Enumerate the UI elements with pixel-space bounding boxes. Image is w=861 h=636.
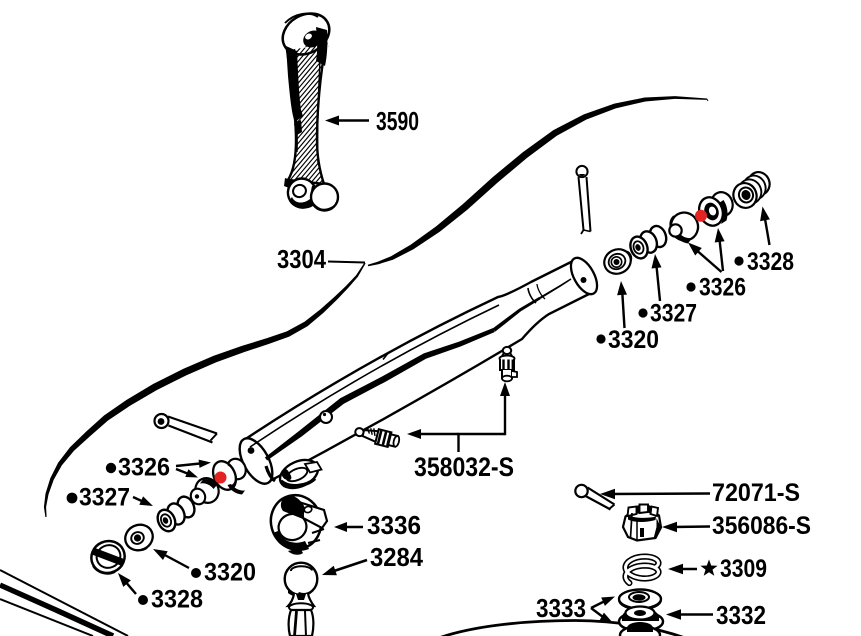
svg-text:3332: 3332 bbox=[716, 600, 766, 630]
svg-text:3326: 3326 bbox=[699, 274, 746, 302]
svg-text:3304: 3304 bbox=[277, 244, 326, 274]
svg-text:3327: 3327 bbox=[650, 300, 697, 328]
svg-text:3328: 3328 bbox=[151, 586, 203, 614]
svg-text:3590: 3590 bbox=[376, 106, 419, 136]
svg-text:3333: 3333 bbox=[536, 593, 586, 623]
svg-text:3336: 3336 bbox=[367, 510, 421, 540]
svg-text:3328: 3328 bbox=[747, 248, 794, 276]
svg-text:356086-S: 356086-S bbox=[712, 512, 811, 540]
svg-text:72071-S: 72071-S bbox=[712, 479, 800, 507]
svg-text:358032-S: 358032-S bbox=[414, 452, 514, 482]
svg-text:3320: 3320 bbox=[204, 559, 256, 587]
svg-text:3327: 3327 bbox=[79, 484, 130, 512]
svg-text:3326: 3326 bbox=[118, 454, 170, 482]
svg-text:3320: 3320 bbox=[608, 326, 659, 354]
svg-text:3284: 3284 bbox=[370, 542, 423, 572]
svg-text:3309: 3309 bbox=[720, 555, 767, 583]
